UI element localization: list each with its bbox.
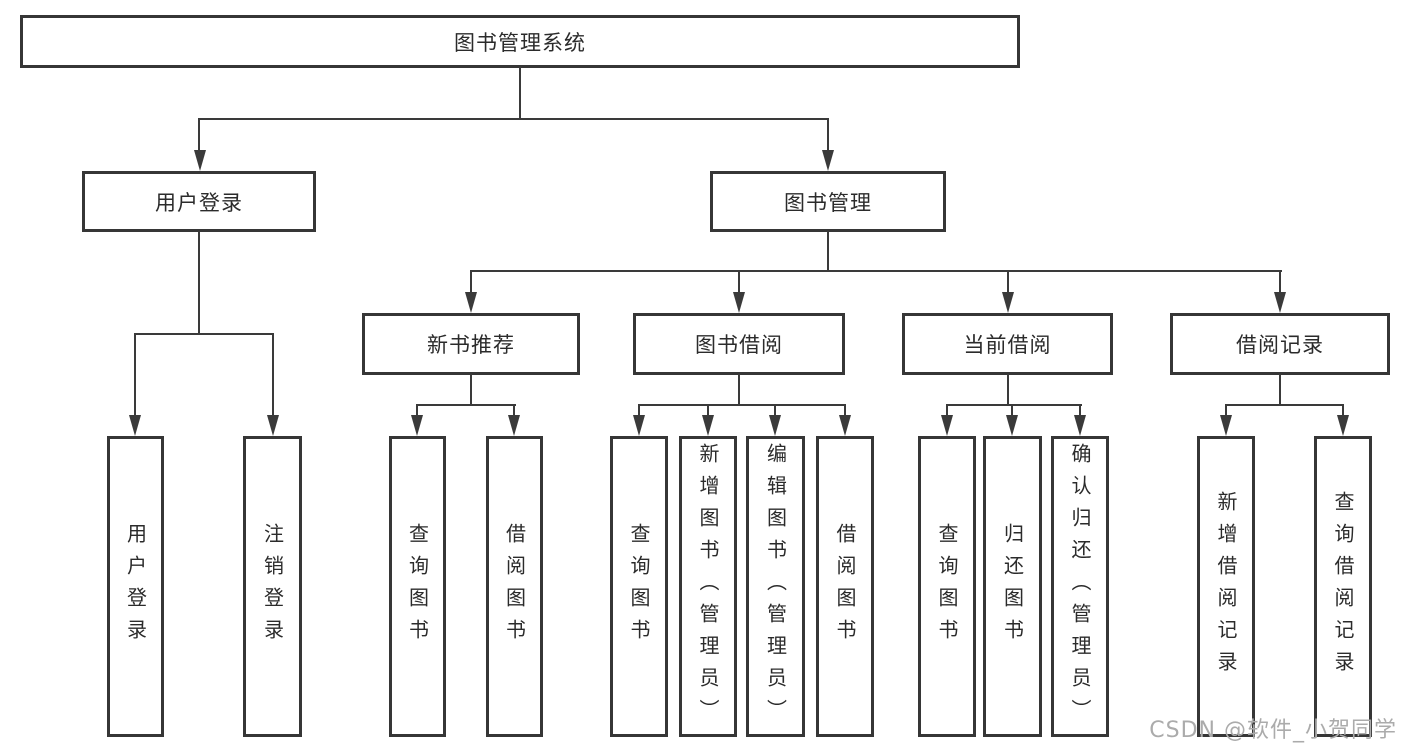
leaf-user-login: 用户登录 [107,436,164,737]
node-user-login: 用户登录 [82,171,316,232]
leaf-borrow-books-recommend: 借阅图书 [486,436,543,737]
connector-user-login-stub [198,231,200,334]
arrow-down-icon [1220,415,1232,436]
connector-drop-borrowing-records [1279,270,1281,295]
leaf-label: 借阅图书 [502,522,527,651]
connector-leaf-drop [1079,404,1081,418]
node-book-borrowing: 图书借阅 [633,313,845,375]
leaf-query-books-borrowing: 查询图书 [610,436,668,737]
arrow-down-icon [194,150,206,171]
leaf-label: 借阅图书 [833,522,857,651]
connector-drop-new-book-recommend [470,270,472,295]
connector-current-stub [1007,374,1009,406]
node-borrowing-records: 借阅记录 [1170,313,1390,375]
connector-leaf-drop [1225,404,1227,418]
arrow-down-icon [822,150,834,171]
connector-drop-book-borrowing [738,270,740,295]
leaf-label: 编辑图书（管理员） [763,442,788,731]
connector-leaf-drop [707,404,709,418]
connector-leaf-drop [416,404,418,418]
node-book-management: 图书管理 [710,171,946,232]
connector-drop-leaf-logout [272,333,274,417]
connector-user-login-bus [134,333,274,335]
arrow-down-icon [267,415,279,436]
arrow-down-icon [508,415,520,436]
leaf-query-borrow-record: 查询借阅记录 [1314,436,1372,737]
leaf-add-borrow-record: 新增借阅记录 [1197,436,1255,737]
connector-leaf-drop [638,404,640,418]
leaf-label: 新增图书（管理员） [696,442,720,731]
node-current-borrowing: 当前借阅 [902,313,1113,375]
leaf-logout: 注销登录 [243,436,302,737]
node-new-book-recommend: 新书推荐 [362,313,580,375]
connector-records-stub [1279,374,1281,406]
arrow-down-icon [769,415,781,436]
leaf-return-books: 归还图书 [983,436,1042,737]
connector-leaf-drop [946,404,948,418]
arrow-down-icon [702,415,714,436]
connector-drop-user-login [198,118,200,152]
connector-leaf-drop [1342,404,1344,418]
connector-drop-current-borrowing [1007,270,1009,295]
arrow-down-icon [941,415,953,436]
connector-current-bus [946,404,1082,406]
arrow-down-icon [1002,292,1014,313]
leaf-query-books-recommend: 查询图书 [389,436,446,737]
leaf-label: 用户登录 [123,522,148,651]
connector-book-mgmt-stub [827,231,829,271]
arrow-down-icon [465,292,477,313]
arrow-down-icon [633,415,645,436]
leaf-confirm-return-admin: 确认归还（管理员） [1051,436,1109,737]
connector-root-stub [519,67,521,119]
leaf-label: 查询图书 [627,522,651,651]
connector-top-bus [198,118,829,120]
leaf-borrow-books-borrowing: 借阅图书 [816,436,874,737]
connector-drop-book-management [827,118,829,152]
leaf-label: 确认归还（管理员） [1068,442,1092,731]
arrow-down-icon [1274,292,1286,313]
connector-recommend-bus [416,404,516,406]
leaf-label: 查询借阅记录 [1331,490,1355,683]
leaf-label: 归还图书 [1000,522,1025,651]
leaf-label: 查询图书 [935,522,959,651]
arrow-down-icon [733,292,745,313]
leaf-label: 注销登录 [260,522,285,651]
connector-book-mgmt-bus [470,270,1282,272]
arrow-down-icon [1006,415,1018,436]
connector-borrowing-bus [638,404,846,406]
leaf-add-books-admin: 新增图书（管理员） [679,436,737,737]
leaf-label: 查询图书 [405,522,430,651]
connector-leaf-drop [844,404,846,418]
node-library-management-system: 图书管理系统 [20,15,1020,68]
arrow-down-icon [411,415,423,436]
node-label: 图书管理 [784,190,872,215]
connector-drop-leaf-user-login [134,333,136,417]
connector-records-bus [1225,404,1344,406]
arrow-down-icon [839,415,851,436]
connector-borrowing-stub [738,374,740,406]
watermark-csdn: CSDN @软件_小贺同学 [1149,718,1397,743]
connector-leaf-drop [1011,404,1013,418]
leaf-edit-books-admin: 编辑图书（管理员） [746,436,805,737]
arrow-down-icon [1337,415,1349,436]
connector-leaf-drop [774,404,776,418]
connector-leaf-drop [513,404,515,418]
node-label: 图书借阅 [695,333,783,357]
arrow-down-icon [1074,415,1086,436]
leaf-query-books-current: 查询图书 [918,436,976,737]
node-label: 借阅记录 [1236,333,1324,357]
node-label: 图书管理系统 [454,30,586,55]
connector-recommend-stub [470,374,472,406]
arrow-down-icon [129,415,141,436]
node-label: 新书推荐 [427,333,515,357]
node-label: 用户登录 [155,190,243,215]
node-label: 当前借阅 [963,333,1052,357]
leaf-label: 新增借阅记录 [1214,490,1238,683]
